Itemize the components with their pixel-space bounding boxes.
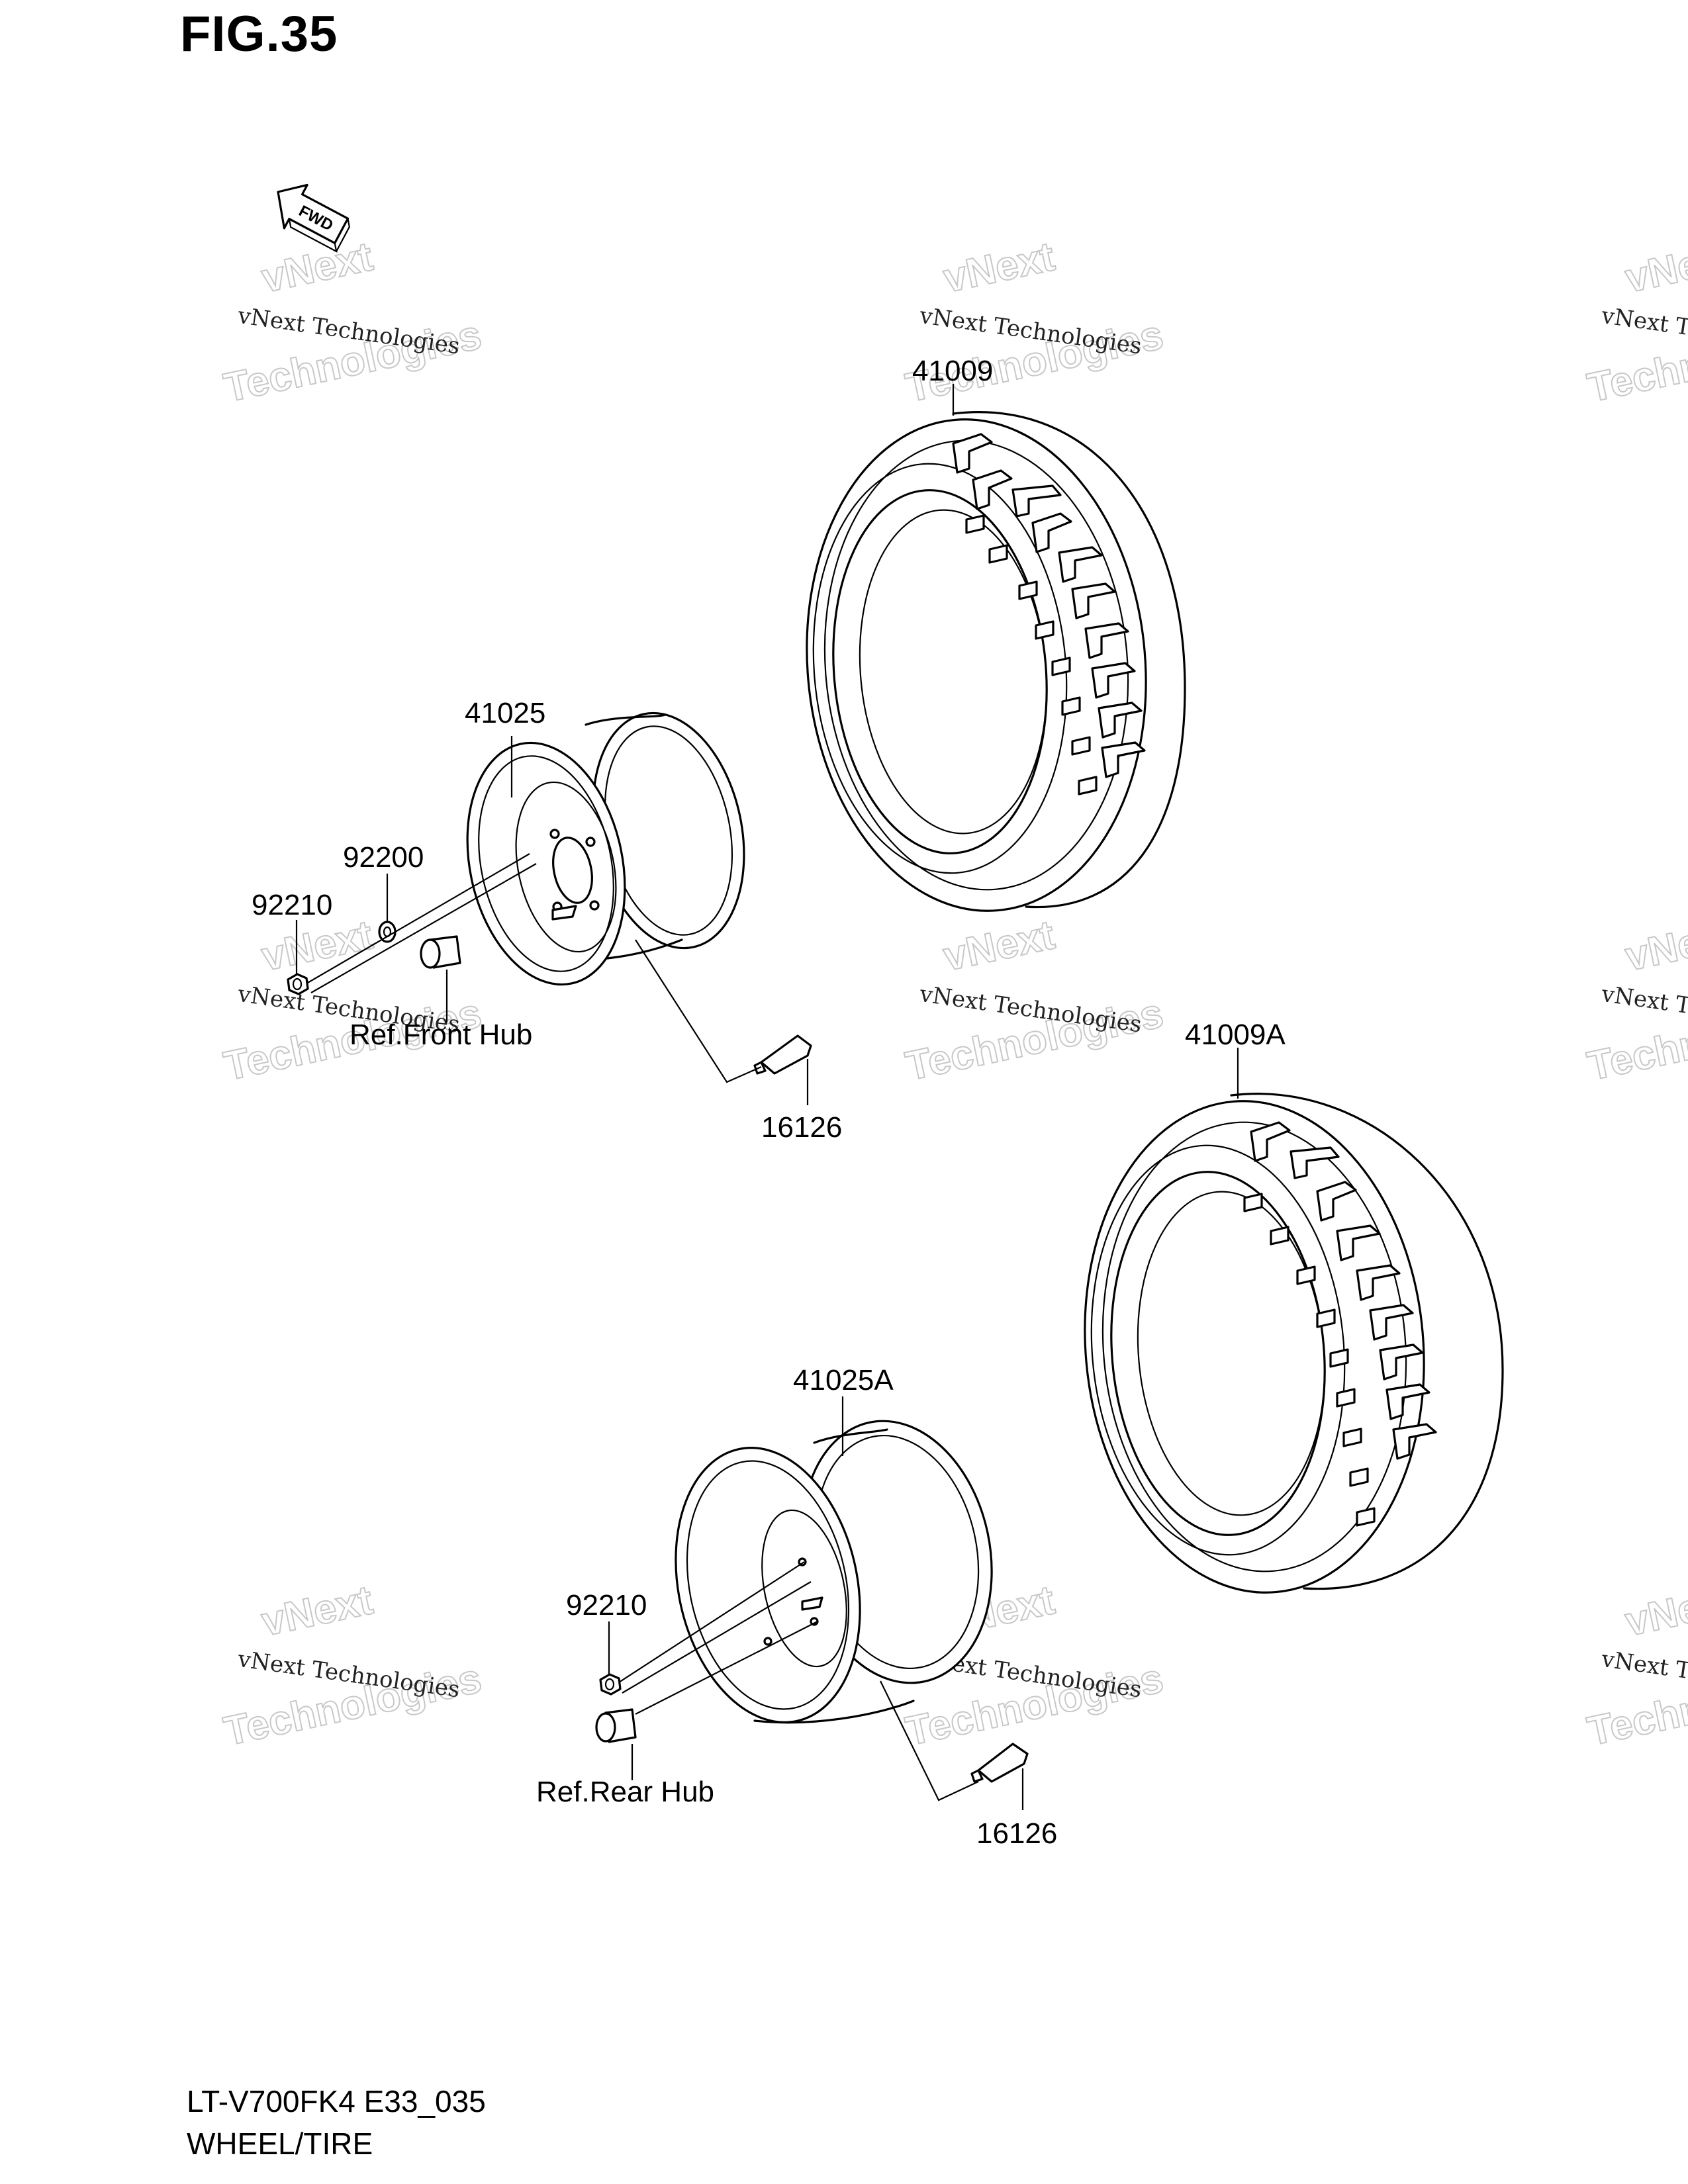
part-label-92200: 92200 [343, 841, 424, 874]
watermark-vnext: vNext [258, 234, 377, 302]
part-label-16126-front: 16126 [761, 1111, 842, 1144]
front-washer [378, 921, 397, 943]
part-label-41025A: 41025A [793, 1364, 894, 1396]
part-label-41009: 41009 [912, 355, 993, 387]
front-hub-reference: Ref.Front Hub [350, 1019, 532, 1051]
rear-valve [970, 1743, 1029, 1783]
front-wheel [466, 711, 745, 986]
front-hub-spacer [420, 935, 461, 969]
rear-wheel [675, 1420, 993, 1724]
front-tire-tread [952, 433, 1146, 796]
rear-hub-spacer [595, 1708, 637, 1743]
front-stud-guide [306, 853, 537, 993]
front-tire [806, 411, 1186, 912]
figure-title: FIG.35 [180, 6, 338, 62]
watermark-vnext: vNext [939, 234, 1058, 302]
part-label-41009A: 41009A [1185, 1019, 1286, 1051]
part-label-92210-rear: 92210 [566, 1589, 647, 1621]
watermark-vnext: vNext [1621, 1577, 1688, 1645]
leader-rear-valve [880, 1680, 979, 1801]
rear-stud-guide [618, 1561, 818, 1715]
rear-nut [599, 1673, 622, 1696]
front-valve [753, 1034, 812, 1075]
part-label-16126-rear: 16126 [976, 1817, 1057, 1850]
watermark-vnext: vNext [1621, 234, 1688, 302]
rear-tire-tread [1243, 1121, 1437, 1527]
front-nut [287, 973, 309, 995]
watermark-vnext: vNext [258, 912, 377, 980]
footer-section-name: WHEEL/TIRE [187, 2126, 373, 2161]
watermark-vnext: vNext [939, 912, 1058, 980]
leader-front-valve [635, 939, 762, 1083]
watermark-vnext: vNext [1621, 912, 1688, 980]
footer-model-code: LT-V700FK4 E33_035 [187, 2084, 486, 2118]
rear-hub-reference: Ref.Rear Hub [536, 1776, 714, 1808]
part-label-41025: 41025 [465, 697, 545, 729]
watermark-vnext: vNext [258, 1577, 377, 1645]
part-label-92210-front: 92210 [252, 889, 332, 921]
rear-tire [1084, 1093, 1504, 1594]
